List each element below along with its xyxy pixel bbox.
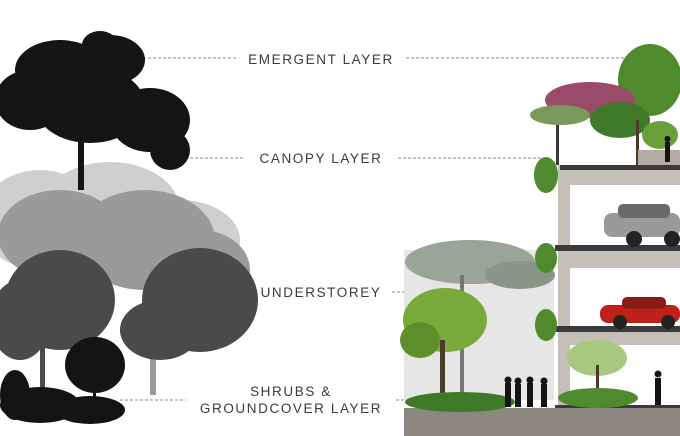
mid-grey-trees — [0, 248, 258, 400]
edge-planters — [534, 157, 558, 341]
roof-slab — [560, 165, 680, 170]
groundcover-right — [558, 388, 638, 408]
building-section — [400, 44, 680, 436]
dark-emergent-tree — [0, 31, 190, 190]
slab-2 — [555, 245, 680, 251]
slab-3 — [555, 326, 680, 332]
leader-lines — [120, 57, 625, 401]
people-silhouettes — [504, 136, 671, 407]
silver-car — [604, 204, 680, 247]
label-understorey: UNDERSTOREY — [260, 285, 382, 300]
label-emergent-layer: EMERGENT LAYER — [248, 52, 394, 67]
dark-shrubs — [0, 337, 125, 424]
label-shrubs-line2: GROUNDCOVER LAYER — [199, 401, 383, 416]
planter-base — [404, 408, 680, 436]
label-shrubs-line1: SHRUBS & — [250, 384, 332, 399]
label-shrubs-groundcover: SHRUBS & GROUNDCOVER LAYER — [186, 383, 396, 417]
red-car — [600, 297, 680, 329]
light-grey-trees — [0, 190, 250, 395]
label-canopy-layer: CANOPY LAYER — [259, 151, 383, 166]
groundcover-left — [405, 392, 515, 412]
